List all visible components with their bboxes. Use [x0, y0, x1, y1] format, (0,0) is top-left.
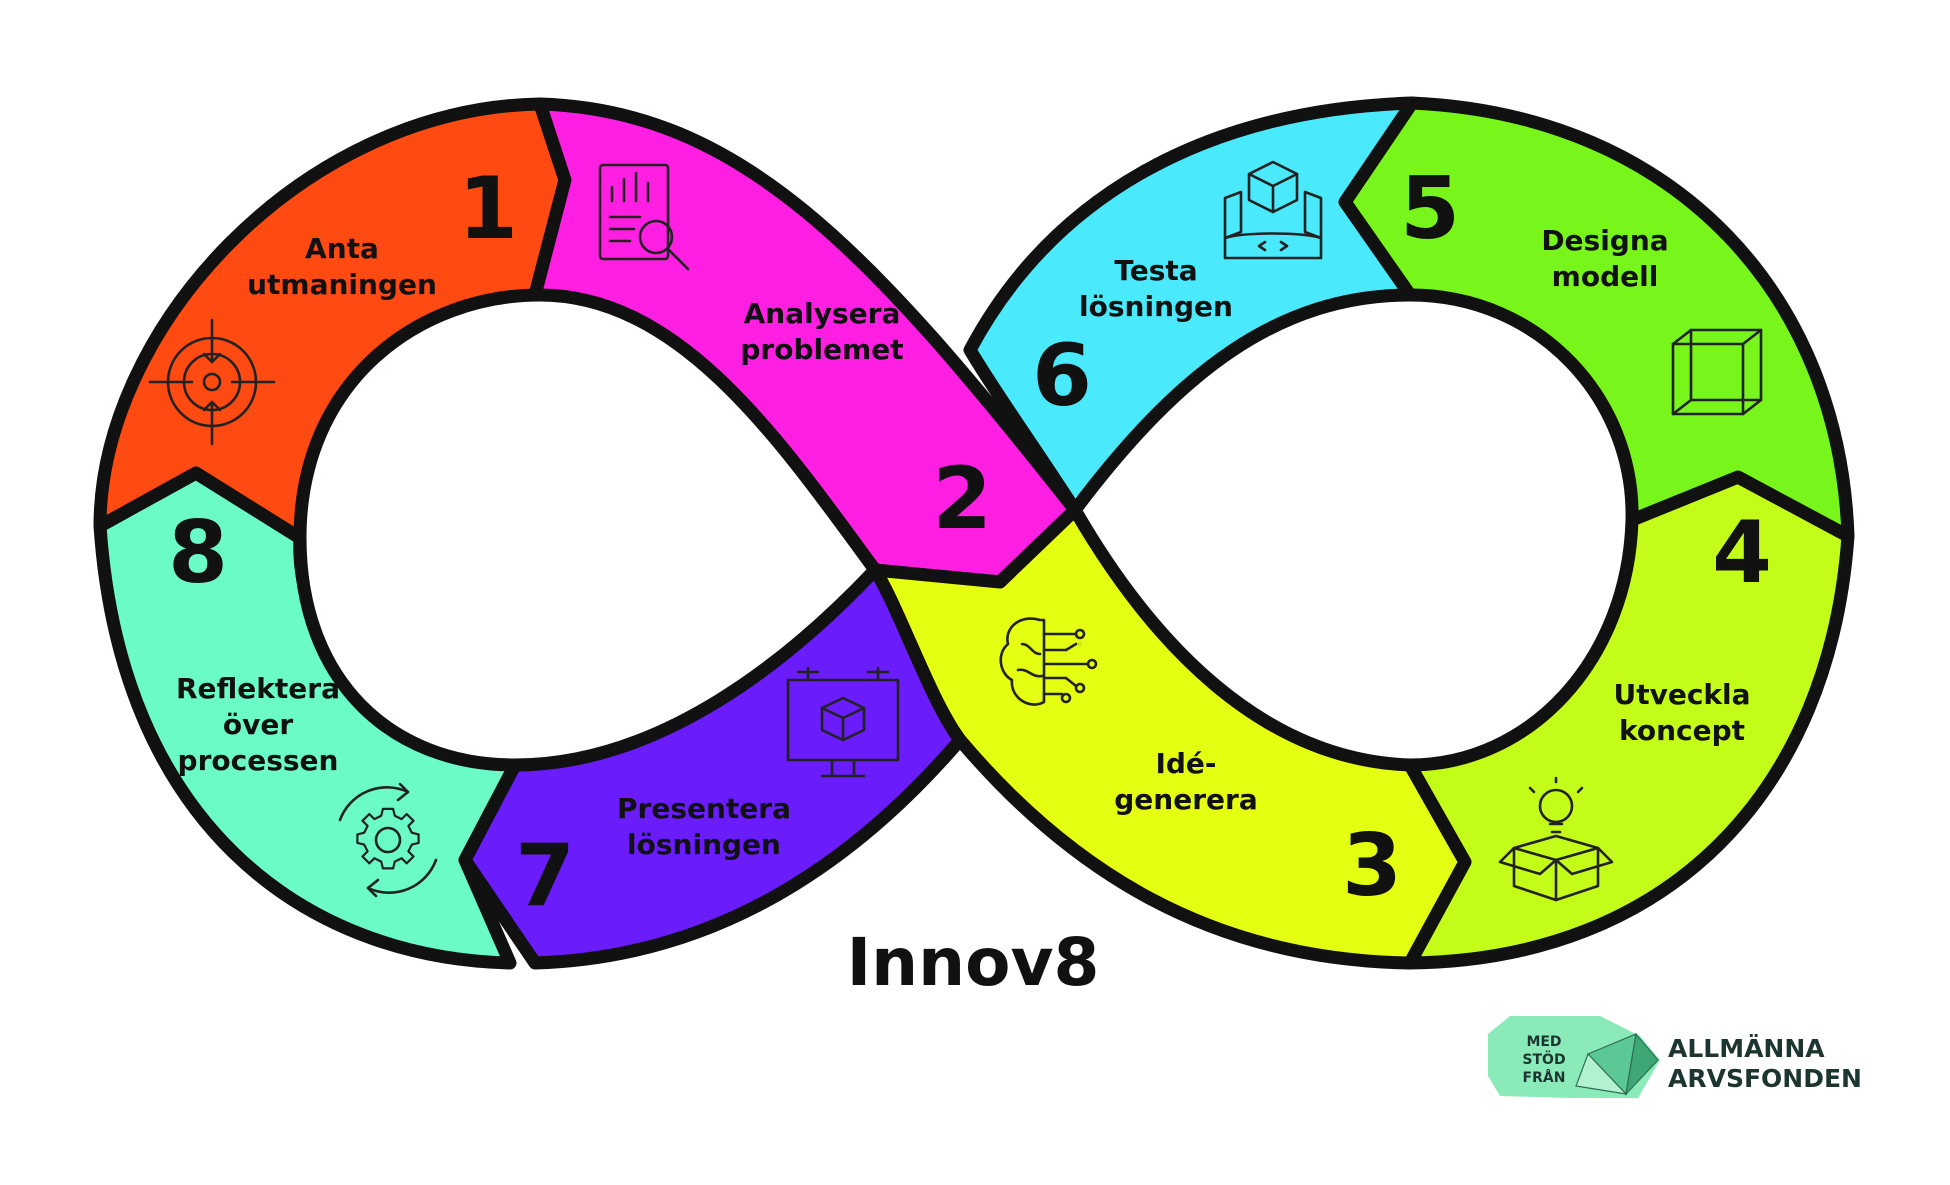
brain-circuit-icon — [999, 617, 1098, 706]
lightbulb-box-icon — [1498, 776, 1614, 902]
step-6-label-line-2: lösningen — [1079, 290, 1233, 323]
step-number-6: 6 — [1032, 326, 1092, 426]
wireframe-cube-icon — [1671, 328, 1763, 416]
step-1-label-line-1: Anta — [305, 232, 379, 265]
logo-name-line-2: ARVSFONDEN — [1668, 1064, 1862, 1093]
logo-name-line-1: ALLMÄNNA — [1668, 1033, 1825, 1063]
step-number-2: 2 — [932, 449, 992, 549]
blueprint-cube-icon — [1223, 160, 1323, 260]
step-6-label-line-1: Testa — [1114, 254, 1197, 287]
step-8-label-line-1: Reflektera — [176, 672, 340, 705]
step-1-label-line-2: utmaningen — [247, 268, 437, 301]
step-3-label-line-1: Idé- — [1155, 747, 1216, 780]
step-number-1: 1 — [458, 159, 518, 259]
step-3-label-line-2: generera — [1114, 783, 1257, 816]
inner-loop-left — [293, 288, 884, 772]
presentation-board-icon — [786, 666, 900, 778]
step-4-label-line-1: Utveckla — [1613, 678, 1750, 711]
step-5-label-line-2: modell — [1552, 260, 1659, 293]
gear-cycle-icon — [338, 782, 438, 898]
logo-badge-line-1: MED — [1526, 1034, 1561, 1050]
step-8-label-line-2: över — [223, 708, 293, 741]
logo-badge-line-3: FRÅN — [1523, 1069, 1566, 1086]
step-number-4: 4 — [1712, 503, 1772, 603]
step-4-label-line-2: koncept — [1619, 714, 1745, 747]
step-7-label-line-2: lösningen — [627, 828, 781, 861]
diagram-title: Innov8 — [847, 924, 1100, 1001]
logo-badge-line-2: STÖD — [1522, 1050, 1565, 1068]
allmanna-arvsfonden-logo: MED STÖD FRÅN ALLMÄNNA ARVSFONDEN — [1488, 1016, 1862, 1098]
step-7-label-line-1: Presentera — [617, 792, 791, 825]
step-2-label-line-1: Analysera — [744, 297, 901, 330]
step-number-7: 7 — [515, 826, 575, 926]
step-number-3: 3 — [1342, 816, 1402, 916]
target-icon — [148, 318, 276, 446]
step-number-5: 5 — [1400, 159, 1460, 259]
step-5-label-line-1: Designa — [1541, 224, 1668, 257]
report-magnifier-icon — [598, 163, 690, 271]
step-number-8: 8 — [168, 503, 228, 603]
inner-loop-right — [1067, 288, 1639, 772]
step-2-label-line-2: problemet — [740, 333, 903, 366]
step-8-label-line-3: processen — [178, 744, 339, 777]
